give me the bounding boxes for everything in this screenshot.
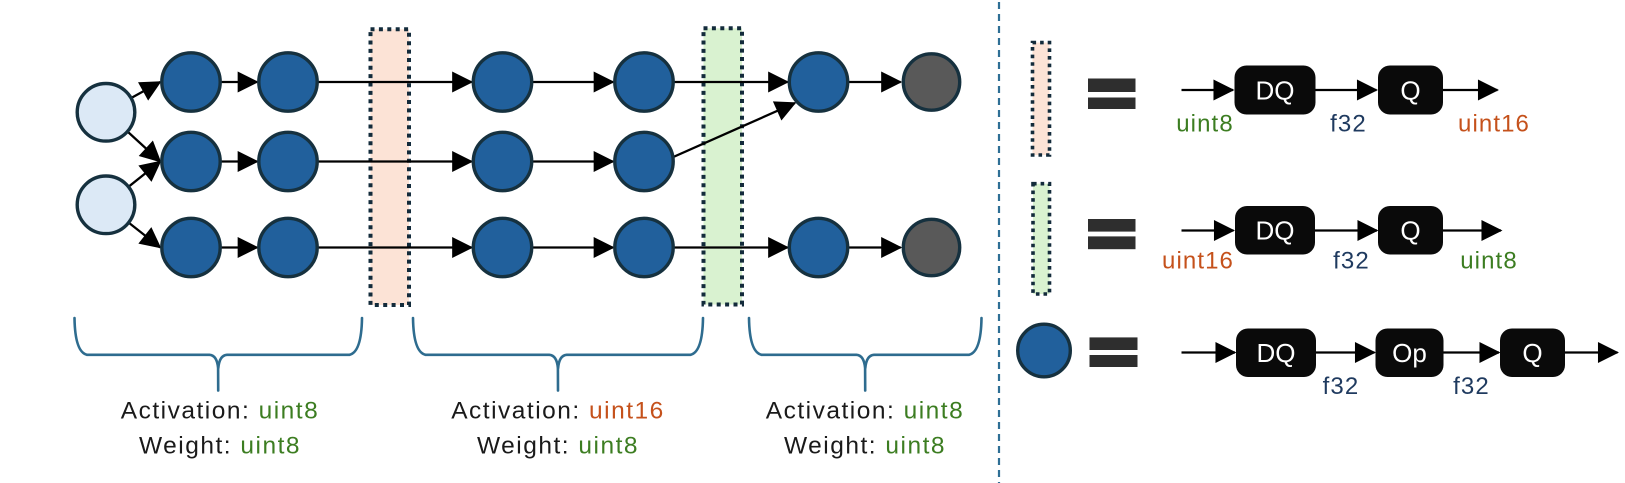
- svg-text:Weight: uint8: Weight: uint8: [477, 433, 639, 460]
- svg-text:DQ: DQ: [1256, 216, 1295, 246]
- svg-text:Activation: uint8: Activation: uint8: [121, 397, 319, 424]
- svg-text:DQ: DQ: [1257, 338, 1296, 368]
- svg-text:Q: Q: [1400, 76, 1420, 106]
- svg-text:f32: f32: [1453, 373, 1490, 400]
- svg-text:f32: f32: [1330, 111, 1367, 138]
- svg-text:Weight: uint8: Weight: uint8: [784, 433, 946, 460]
- svg-text:DQ: DQ: [1256, 76, 1295, 106]
- svg-text:uint16: uint16: [1162, 248, 1234, 275]
- svg-text:Q: Q: [1400, 216, 1420, 246]
- svg-text:uint8: uint8: [1460, 248, 1518, 275]
- svg-text:Q: Q: [1522, 338, 1542, 368]
- svg-text:uint16: uint16: [1458, 111, 1530, 138]
- svg-text:Op: Op: [1392, 338, 1427, 368]
- svg-text:Activation: uint8: Activation: uint8: [766, 397, 964, 424]
- svg-text:Weight: uint8: Weight: uint8: [139, 433, 301, 460]
- svg-text:f32: f32: [1333, 248, 1370, 275]
- svg-text:uint8: uint8: [1176, 111, 1234, 138]
- svg-text:f32: f32: [1323, 373, 1360, 400]
- svg-text:Activation: uint16: Activation: uint16: [451, 397, 665, 424]
